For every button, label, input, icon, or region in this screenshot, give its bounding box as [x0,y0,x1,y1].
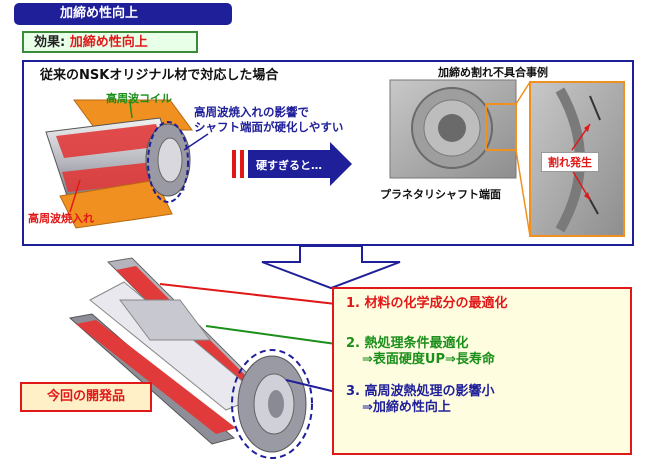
crack-label: 割れ発生 [541,152,599,172]
shaft-end-photo [389,79,517,179]
new-product-label: 今回の開発品 [20,382,152,412]
result-item-2: 2. 熱処理条件最適化 ⇒表面硬度UP⇒長寿命 [346,336,495,368]
result-item-3-line2: ⇒加締め性向上 [362,400,451,415]
too-hard-arrow-text: 硬すぎると… [256,159,322,172]
end-face-highlight-new [231,349,313,459]
coil-label: 高周波コイル [106,92,172,105]
section-title-tab: 加締め性向上 [14,3,232,25]
hardening-effect-note-line1: 高周波焼入れの影響で [194,105,309,119]
effect-value: 加締め性向上 [69,35,148,50]
result-item-2-line2: ⇒表面硬度UP⇒長寿命 [362,352,495,367]
result-item-1: 1. 材料の化学成分の最適化 [346,296,508,311]
result-item-2-line1: 2. 熱処理条件最適化 [346,336,469,351]
hardening-effect-note-line2: シャフト端面が硬化しやすい [194,120,344,134]
shaft-end-label: プラネタリシャフト端面 [380,188,501,201]
effect-label: 効果: [34,35,66,50]
end-face-highlight [147,121,189,203]
hardening-effect-note: 高周波焼入れの影響で シャフト端面が硬化しやすい [194,105,343,135]
effect-box: 効果: 加締め性向上 [22,31,198,53]
new-product-shaft-illustration [68,257,313,459]
too-hard-arrow [232,142,352,186]
conventional-shaft-illustration [45,99,193,229]
result-item-3: 3. 高周波熱処理の影響小 ⇒加締め性向上 [346,384,495,416]
down-arrow [261,245,401,290]
conventional-title: 従来のNSKオリジナル材で対応した場合 [40,68,279,83]
result-item-3-line1: 3. 高周波熱処理の影響小 [346,384,495,399]
quench-label: 高周波焼入れ [28,212,94,225]
defect-case-title: 加締め割れ不具合事例 [438,66,548,79]
results-box [332,287,632,455]
